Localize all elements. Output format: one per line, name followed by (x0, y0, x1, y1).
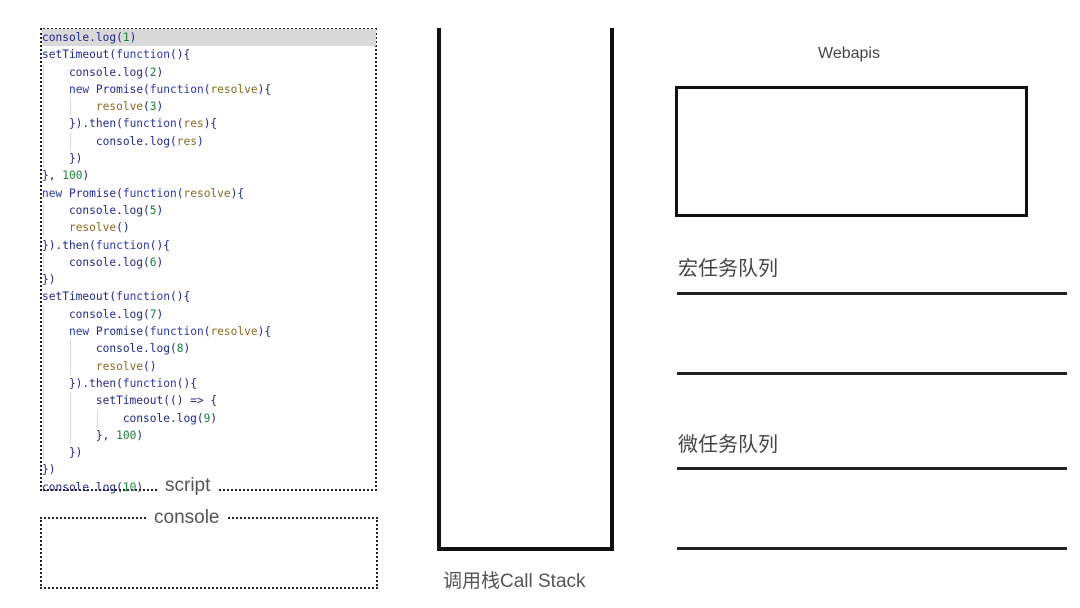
code-line: }, 100) (42, 426, 376, 445)
micro-queue-label: 微任务队列 (678, 434, 778, 456)
code-line: new Promise(function(resolve){ (42, 186, 245, 200)
script-label: script (157, 475, 219, 497)
call-stack-label: 调用栈Call Stack (443, 571, 586, 592)
code-line: }) (42, 463, 56, 477)
webapis-box (675, 86, 1028, 217)
code-line: console.log(1) (42, 29, 376, 47)
code-line: }).then(function(){ (42, 238, 170, 252)
code-line: new Promise(function(resolve){ (42, 323, 376, 341)
code-line: }) (42, 273, 56, 287)
micro-queue-top-line (677, 467, 1067, 470)
micro-queue-bottom-line (677, 547, 1067, 550)
code-line: console.log(9) (42, 409, 376, 427)
code-line: }).then(function(){ (42, 374, 376, 393)
code-line: }, 100) (42, 169, 90, 183)
code-line: setTimeout(function(){ (42, 48, 191, 62)
macro-queue-top-line (677, 292, 1067, 295)
code-line: console.log(10) (42, 480, 144, 494)
code-line: }).then(function(res){ (42, 115, 376, 133)
call-stack-bottom (437, 547, 614, 551)
code-line: resolve() (42, 357, 376, 375)
code-line: console.log(res) (42, 132, 376, 151)
call-stack-right-wall (610, 28, 614, 548)
code-line: console.log(7) (42, 305, 376, 324)
macro-queue-label: 宏任务队列 (678, 258, 778, 280)
code-line: new Promise(function(resolve){ (42, 80, 376, 99)
code-line: resolve() (42, 219, 376, 237)
webapis-title: Webapis (818, 45, 880, 62)
code-line: setTimeout(function(){ (42, 290, 191, 304)
console-label: console (146, 507, 228, 529)
code-line: setTimeout(() => { (42, 392, 376, 410)
code-line: console.log(5) (42, 201, 376, 220)
code-line: resolve(3) (42, 98, 376, 116)
code-listing: console.log(1)setTimeout(function(){ con… (42, 29, 376, 496)
code-line: }) (42, 150, 376, 168)
code-line: console.log(6) (42, 253, 376, 272)
code-line: console.log(2) (42, 63, 376, 81)
code-line: }) (42, 444, 376, 462)
call-stack-left-wall (437, 28, 441, 548)
macro-queue-bottom-line (677, 372, 1067, 375)
code-line: console.log(8) (42, 340, 376, 358)
